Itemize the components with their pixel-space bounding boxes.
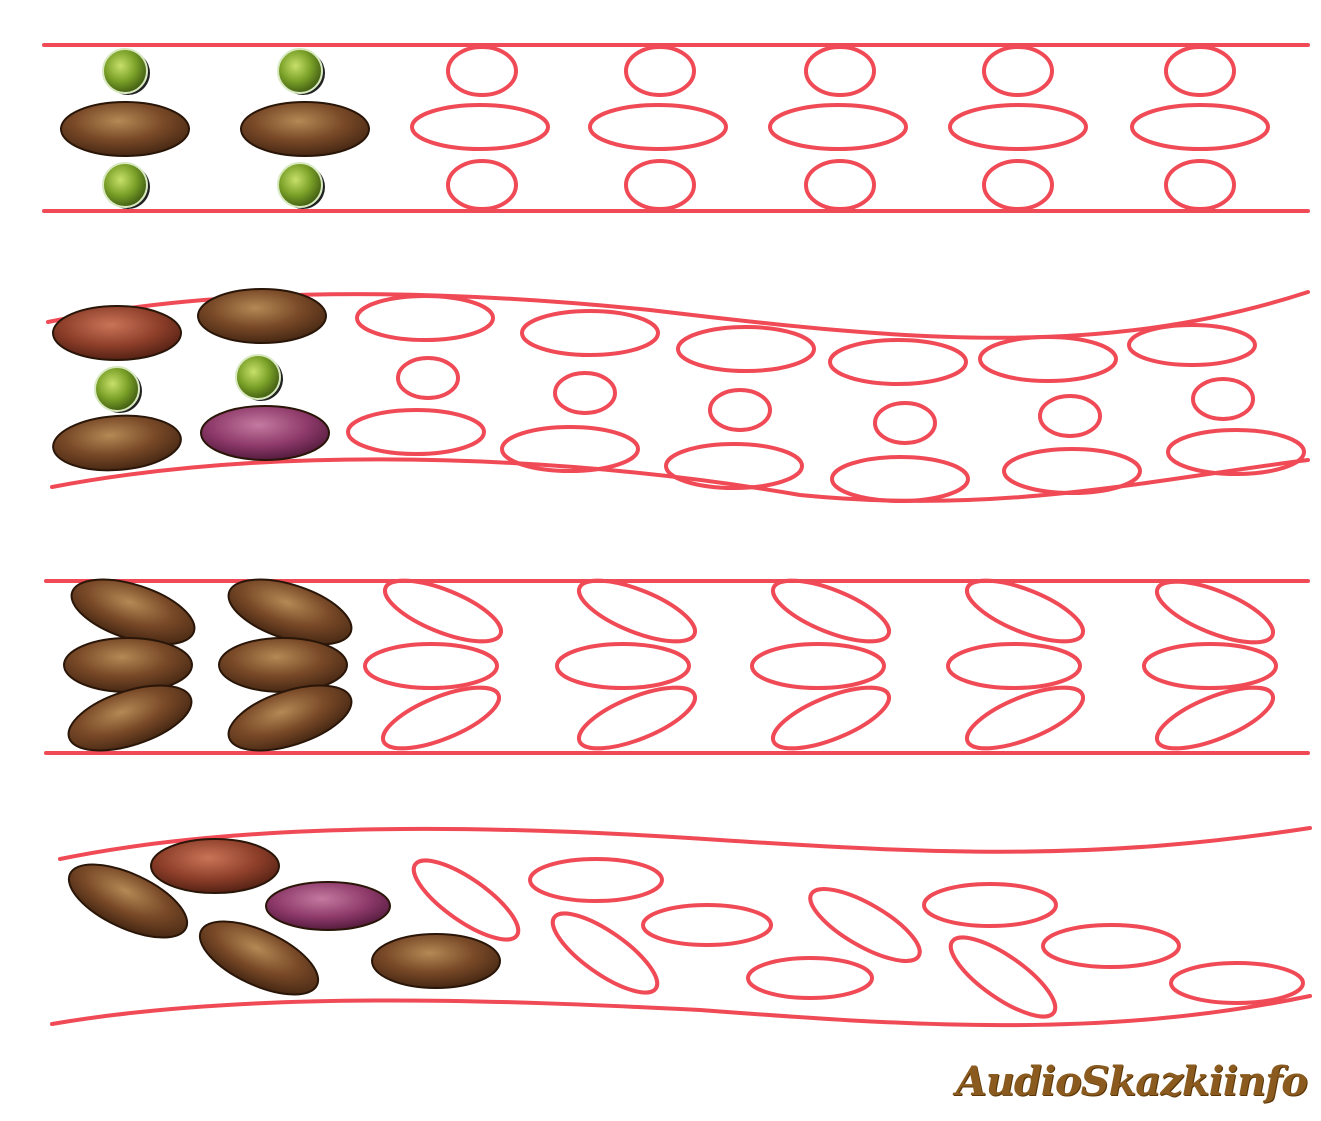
empty-shape (530, 859, 662, 901)
empty-shape (1193, 379, 1253, 419)
watermark-logo: AudioSkazkiinfo (956, 1058, 1307, 1105)
row-items (51, 47, 1304, 1030)
empty-shape (643, 905, 771, 945)
empty-shape (626, 47, 694, 95)
row-border-line (52, 996, 1310, 1025)
empty-shape (557, 644, 689, 688)
pea (278, 163, 322, 207)
empty-shape (626, 161, 694, 209)
empty-shape (1043, 925, 1179, 967)
pea (103, 49, 147, 93)
bean (219, 638, 347, 692)
empty-shape (502, 427, 638, 471)
bean (266, 882, 390, 930)
empty-shape (412, 105, 548, 149)
empty-shape (1166, 161, 1234, 209)
empty-shape (1166, 47, 1234, 95)
bean (51, 412, 182, 475)
empty-shape (832, 457, 968, 501)
bean (64, 638, 192, 692)
empty-shape (710, 390, 770, 430)
pea (103, 163, 147, 207)
bean (53, 306, 181, 360)
empty-shape (1129, 325, 1255, 365)
empty-shape (1171, 963, 1303, 1003)
bean (61, 102, 189, 156)
empty-shape (1004, 449, 1140, 493)
empty-shape (984, 47, 1052, 95)
empty-shape (357, 296, 493, 340)
empty-shape (666, 444, 802, 488)
bean (201, 406, 329, 460)
empty-shape (1144, 644, 1276, 688)
pea (278, 49, 322, 93)
empty-shape (950, 105, 1086, 149)
empty-shape (522, 311, 658, 355)
bean (241, 102, 369, 156)
empty-shape (748, 958, 872, 998)
empty-shape (398, 358, 458, 398)
empty-shape (924, 884, 1056, 926)
bean (151, 839, 279, 893)
empty-shape (948, 644, 1080, 688)
empty-shape (448, 47, 516, 95)
empty-shape (980, 337, 1116, 381)
empty-shape (830, 340, 966, 384)
empty-shape (1040, 396, 1100, 436)
empty-shape (678, 327, 814, 371)
empty-shape (806, 47, 874, 95)
empty-shape (555, 373, 615, 413)
pea (95, 367, 139, 411)
empty-shape (806, 161, 874, 209)
bean (198, 289, 326, 343)
empty-shape (590, 105, 726, 149)
empty-shape (448, 161, 516, 209)
pea (236, 355, 280, 399)
empty-shape (752, 644, 884, 688)
empty-shape (984, 161, 1052, 209)
empty-shape (770, 105, 906, 149)
empty-shape (1132, 105, 1268, 149)
empty-shape (348, 410, 484, 454)
empty-shape (875, 403, 935, 443)
empty-shape (365, 644, 497, 688)
bean (372, 934, 500, 988)
empty-shape (1168, 430, 1304, 474)
